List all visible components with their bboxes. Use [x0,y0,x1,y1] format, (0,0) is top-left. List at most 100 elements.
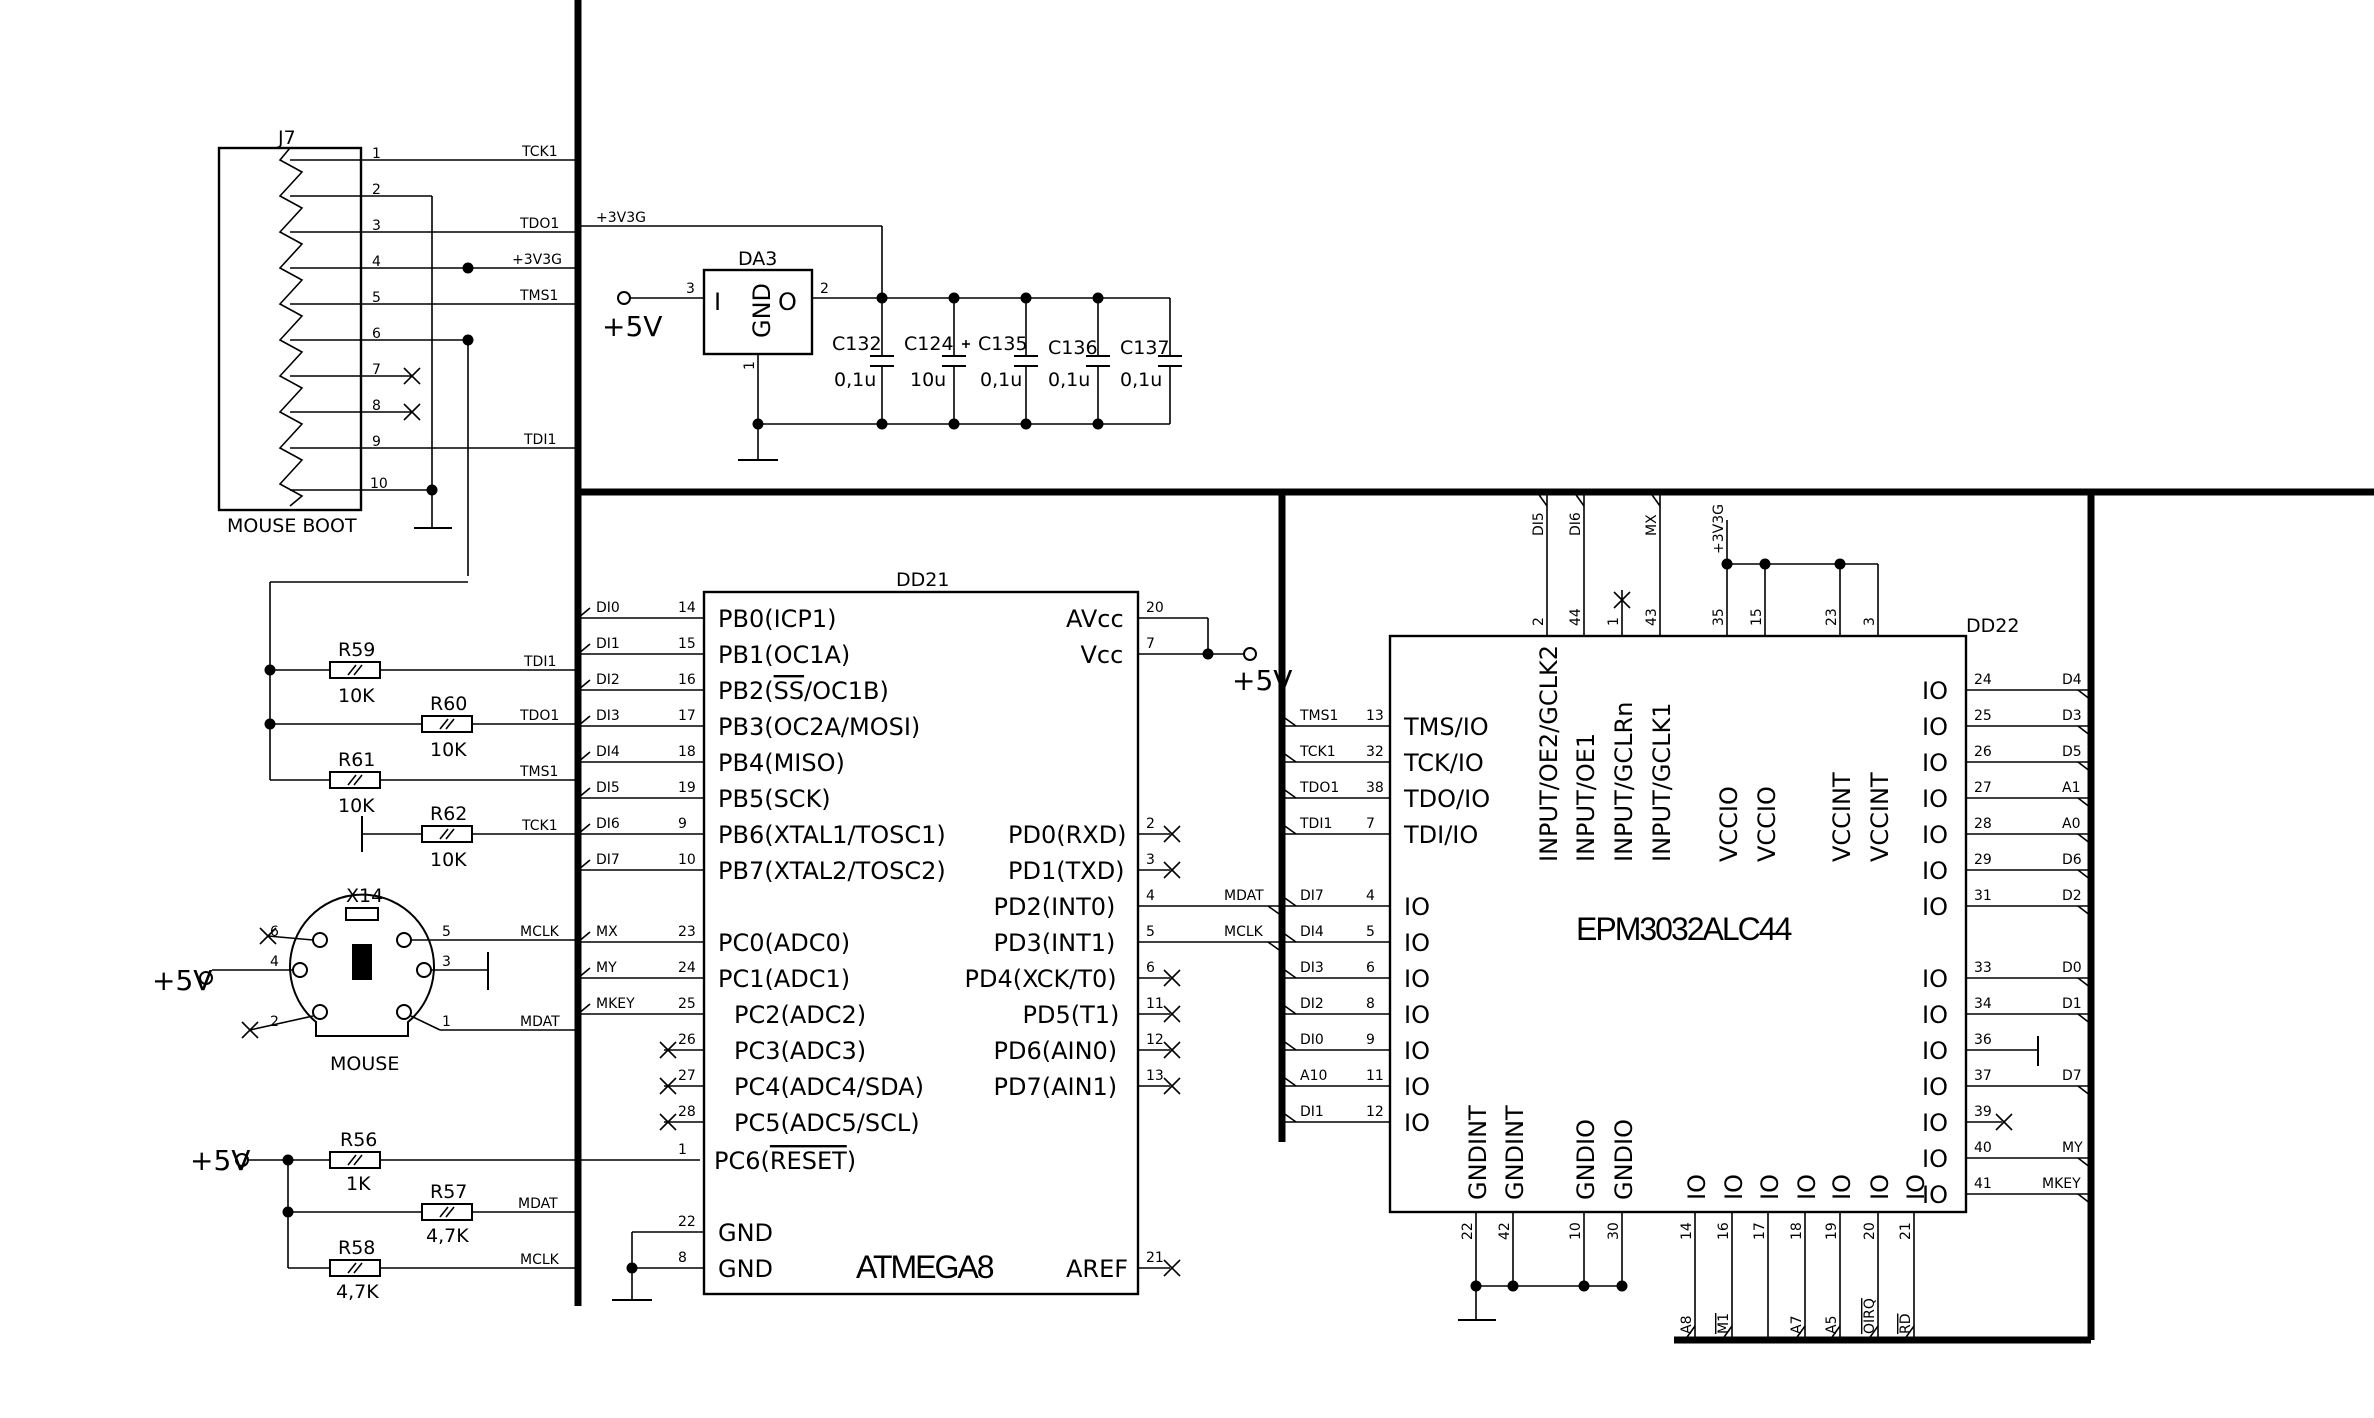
r59-ref: R59 [338,639,375,661]
atmega-pin-name-9: PB6(XTAL1/TOSC1) [718,821,946,849]
cpld-pin-7: 7 [1366,816,1375,832]
resistor-r59: R59 10K TDI1 [270,639,578,707]
cpld-pin-2: 2 [1531,617,1547,626]
cpld-net-d6: D6 [2062,852,2082,868]
cpld-pin-20: 20 [1862,1222,1878,1240]
r56-value: 1K [346,1173,371,1195]
cpld-pin-43: 43 [1644,608,1660,626]
no-connect-x-marks [659,591,2013,1277]
cpld-pin-25: 25 [1974,708,1992,724]
cpld-pin-name-35: VCCIO [1715,786,1743,862]
r59-net: TDI1 [523,654,556,670]
atmega-pin-26: 26 [678,1032,696,1048]
cpld-pin-3: 3 [1862,617,1878,626]
cpld-pin-1: 1 [1606,617,1622,626]
r62-ref: R62 [430,803,467,825]
x14-supply: +5V [152,964,212,997]
cpld-pin-name-4: IO [1404,893,1430,921]
c135-value: 0,1u [980,369,1022,391]
atmega-pin-name-20: AVcc [1066,605,1124,633]
cpld-pin-name-23: VCCINT [1828,772,1856,862]
cpld-net-a10: A10 [1300,1068,1327,1084]
no-connect-marks [403,367,421,421]
cpld-pin-6: 6 [1366,960,1375,976]
cpld-pin-name-17: IO [1756,1174,1784,1200]
cpld-net-di7: DI7 [1300,888,1324,904]
cpld-pin-name-30: GNDIO [1610,1119,1638,1200]
atmega-pin-21: 21 [1146,1250,1164,1266]
cpld-pin-name-42: GNDINT [1501,1105,1529,1200]
c136-ref: C136 [1048,337,1098,359]
c124-ref: C124 [904,333,954,355]
cpld-pin-name-44: INPUT/OE1 [1572,733,1600,862]
x14-pin-5: 5 [442,924,451,940]
c124-value: 10u [910,369,946,391]
cpld-net-d4: D4 [2062,672,2082,688]
regulator-pin-out: 2 [820,281,829,297]
cpld-pin-18: 18 [1789,1222,1805,1240]
atmega-pin-9: 9 [678,816,687,832]
atmega-net-di5: DI5 [596,780,620,796]
c135-ref: C135 [978,333,1028,355]
cpld-net-d5: D5 [2062,744,2082,760]
r60-value: 10K [430,739,467,761]
cpld-pin-34: 34 [1974,996,1992,1012]
atmega-net-di1: DI1 [596,636,620,652]
atmega-pin-15: 15 [678,636,696,652]
cpld-name: EPM3032ALC44 [1576,911,1792,947]
atmega-pin-24: 24 [678,960,696,976]
atmega-ref: DD21 [896,569,949,591]
cpld-pin-name-21: IO [1902,1174,1930,1200]
cpld-net-m1: M1 [1716,1313,1732,1334]
cpld-top-pins: DI52INPUT/OE2/GCLK2DI644INPUT/OE11INPUT/… [1531,491,1894,862]
cpld-pin-31: 31 [1974,888,1992,904]
j7-net-tms1: TMS1 [519,288,558,304]
reset-supply: +5V [190,1144,250,1177]
atmega-pin-name-13: PD7(AIN1) [994,1073,1118,1101]
cpld-pin-name-36: IO [1922,1037,1948,1065]
r60-net: TDO1 [519,708,559,724]
atmega-net-di3: DI3 [596,708,620,724]
r56-ref: R56 [340,1129,377,1151]
c132-ref: C132 [832,333,882,355]
cpld-pin-name-18: IO [1793,1174,1821,1200]
capacitor-c132: C132 0,1u [832,292,894,430]
cpld-pin-name-12: IO [1404,1109,1430,1137]
x14-pin-6: 6 [270,924,279,940]
cpld-pin-name-38: TDO/IO [1403,785,1490,813]
atmega-net-mkey: MKEY [596,996,635,1012]
x14-pin-4: 4 [270,954,279,970]
resistor-r56: R56 1K [329,1129,700,1195]
c137-value: 0,1u [1120,369,1162,391]
r61-net: TMS1 [519,764,558,780]
atmega-pin-11: 11 [1146,996,1164,1012]
atmega-pin-27: 27 [678,1068,696,1084]
regulator-out-label: O [778,288,797,316]
cpld-pin-name-1: INPUT/GCLRn [1610,702,1638,862]
cpld-pin-name-3: VCCINT [1866,772,1894,862]
resistor-r61: R61 10K TMS1 [270,749,578,817]
x14-net-mclk: MCLK [520,924,560,940]
cpld-pin-32: 32 [1366,744,1384,760]
r58-value: 4,7K [336,1281,379,1303]
cpld-pin-24: 24 [1974,672,1992,688]
cpld-pin-name-15: VCCIO [1753,786,1781,862]
r61-value: 10K [338,795,375,817]
cpld-pin-35: 35 [1711,608,1727,626]
atmega-pin-name-1: PC6(RESET) [714,1147,856,1175]
r57-net: MDAT [518,1196,558,1212]
regulator-input-supply: +5V [602,310,662,343]
r57-value: 4,7K [426,1225,469,1247]
atmega-pin-name-12: PD6(AIN0) [994,1037,1118,1065]
j7-pin-6: 6 [372,326,381,342]
x14-net-mdat: MDAT [520,1014,560,1030]
cpld-net-a1: A1 [2062,780,2080,796]
cpld-net-di4: DI4 [1300,924,1324,940]
x14-ref: X14 [346,885,383,907]
j7-net-3v3g: +3V3G [512,252,562,268]
atmega-net-di6: DI6 [596,816,620,832]
atmega-net-di0: DI0 [596,600,620,616]
c136-value: 0,1u [1048,369,1090,391]
atmega-pin-name-16: PB2(SS/OC1B) [718,677,889,705]
